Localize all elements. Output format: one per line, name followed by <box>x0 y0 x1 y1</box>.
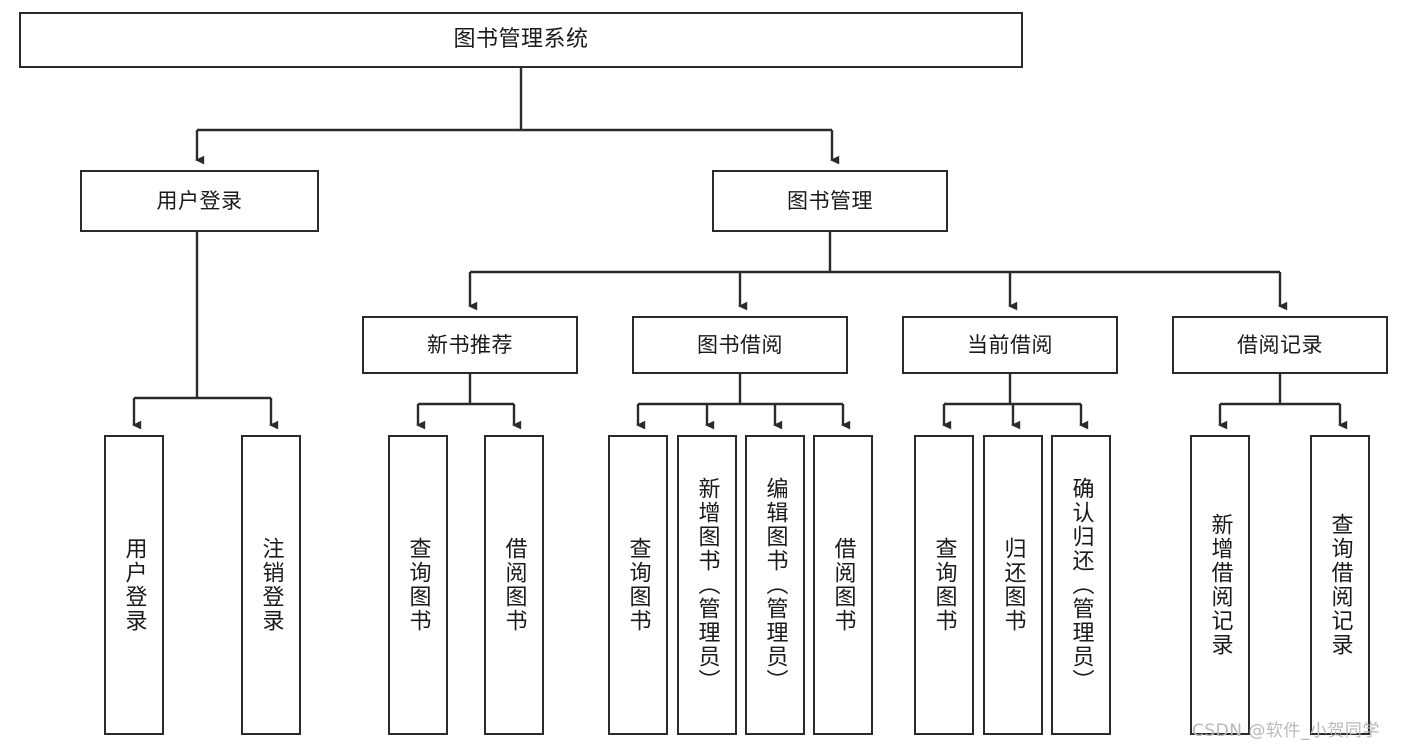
node-borrow-record-label: 借阅记录 <box>1237 332 1323 357</box>
node-user-login[interactable]: 用户登录 <box>80 170 319 232</box>
leaf-label: 确认归还（管理员） <box>1068 477 1094 693</box>
leaf-label: 归还图书 <box>1000 537 1026 633</box>
node-book-management-label: 图书管理 <box>787 188 873 213</box>
leaf-add-book-admin[interactable]: 新增图书（管理员） <box>677 435 737 735</box>
watermark: CSDN @软件_小贺同学 <box>1192 721 1380 741</box>
node-root-label: 图书管理系统 <box>453 27 589 53</box>
leaf-label: 查询图书 <box>625 537 651 633</box>
leaf-label: 编辑图书（管理员） <box>762 477 788 693</box>
leaf-logout[interactable]: 注销登录 <box>241 435 301 735</box>
node-root[interactable]: 图书管理系统 <box>19 12 1023 68</box>
leaf-label: 查询图书 <box>405 537 431 633</box>
node-new-book-recommend[interactable]: 新书推荐 <box>362 316 578 374</box>
leaf-add-borrow-record[interactable]: 新增借阅记录 <box>1190 435 1250 735</box>
leaf-query-book-borrow[interactable]: 查询图书 <box>608 435 668 735</box>
node-book-borrow[interactable]: 图书借阅 <box>632 316 848 374</box>
leaf-label: 用户登录 <box>121 537 147 633</box>
leaf-query-borrow-record[interactable]: 查询借阅记录 <box>1310 435 1370 735</box>
node-new-book-recommend-label: 新书推荐 <box>427 332 513 357</box>
leaf-query-book-recommend[interactable]: 查询图书 <box>388 435 448 735</box>
node-current-borrow-label: 当前借阅 <box>967 332 1053 357</box>
leaf-label: 查询借阅记录 <box>1327 513 1353 657</box>
leaf-edit-book-admin[interactable]: 编辑图书（管理员） <box>745 435 805 735</box>
node-borrow-record[interactable]: 借阅记录 <box>1172 316 1388 374</box>
node-book-borrow-label: 图书借阅 <box>697 332 783 357</box>
node-user-login-label: 用户登录 <box>156 188 243 213</box>
leaf-label: 查询图书 <box>931 537 957 633</box>
leaf-query-book-current[interactable]: 查询图书 <box>914 435 974 735</box>
leaf-borrow-book[interactable]: 借阅图书 <box>813 435 873 735</box>
leaf-label: 新增图书（管理员） <box>694 477 720 693</box>
node-book-management[interactable]: 图书管理 <box>712 170 948 232</box>
leaf-borrow-book-recommend[interactable]: 借阅图书 <box>484 435 544 735</box>
leaf-user-login[interactable]: 用户登录 <box>104 435 164 735</box>
leaf-label: 借阅图书 <box>830 537 856 633</box>
leaf-label: 注销登录 <box>258 537 284 633</box>
leaf-return-book[interactable]: 归还图书 <box>983 435 1043 735</box>
leaf-label: 新增借阅记录 <box>1207 513 1233 657</box>
leaf-label: 借阅图书 <box>501 537 527 633</box>
node-current-borrow[interactable]: 当前借阅 <box>902 316 1118 374</box>
leaf-confirm-return-admin[interactable]: 确认归还（管理员） <box>1051 435 1111 735</box>
